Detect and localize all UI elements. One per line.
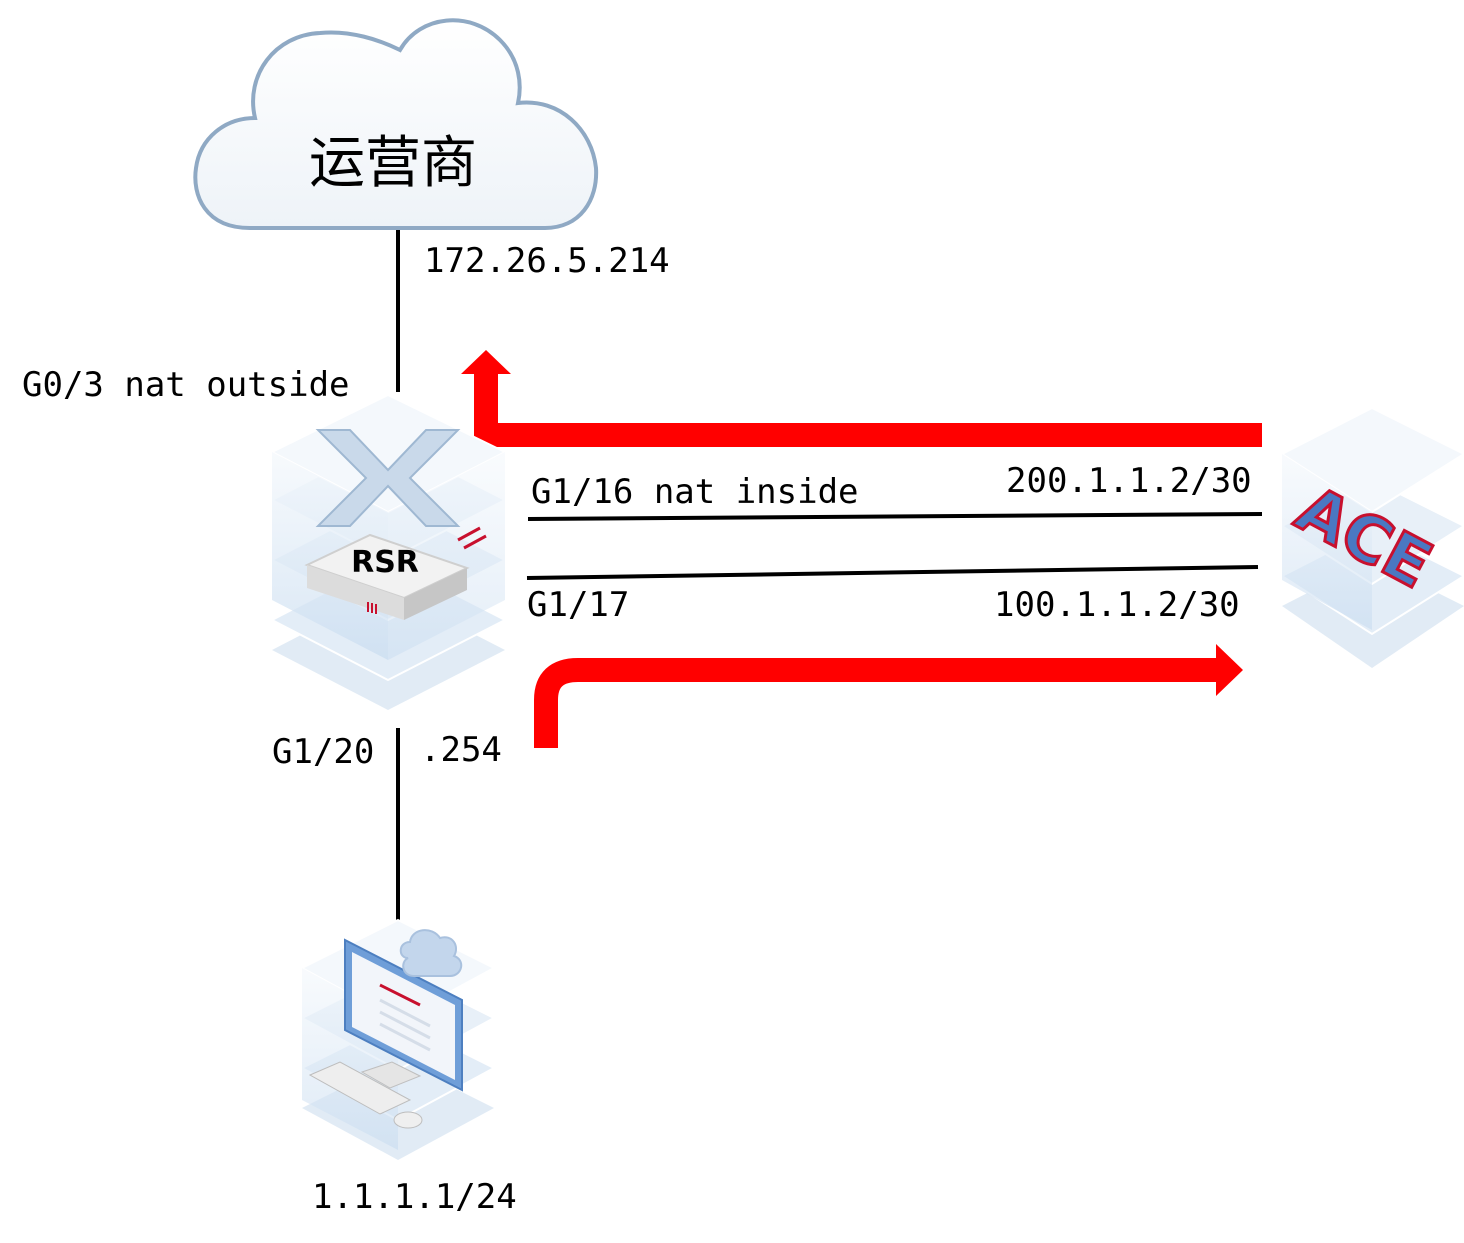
router-label: RSR (351, 545, 419, 580)
cloud-icon (193, 18, 599, 230)
cloud-label: 运营商 (309, 131, 477, 196)
rsr-router: RSR (269, 393, 508, 710)
router-arrows-icon (315, 429, 461, 527)
wan-port-label: G0/3 nat outside (22, 365, 350, 405)
ace-server: ACE (1279, 406, 1464, 668)
lan-gateway-label: .254 (420, 730, 502, 770)
desktop-pc (299, 918, 497, 1160)
lan-port-label: G1/20 (272, 732, 374, 772)
return-traffic-arrow (461, 350, 1262, 447)
inside-ip-label: 200.1.1.2/30 (1006, 461, 1252, 501)
g17-port-label: G1/17 (527, 585, 629, 625)
pc-ip-label: 1.1.1.1/24 (312, 1177, 517, 1217)
link-g1-16 (527, 512, 1263, 521)
isp-ip-label: 172.26.5.214 (424, 241, 670, 281)
outbound-traffic-arrow (534, 644, 1243, 748)
link-g1-17 (526, 565, 1259, 580)
isp-cloud: 运营商 (193, 18, 599, 230)
inside-port-label: G1/16 nat inside (531, 472, 859, 512)
g17-ip-label: 100.1.1.2/30 (994, 585, 1240, 625)
desktop-computer-icon (308, 929, 463, 1129)
